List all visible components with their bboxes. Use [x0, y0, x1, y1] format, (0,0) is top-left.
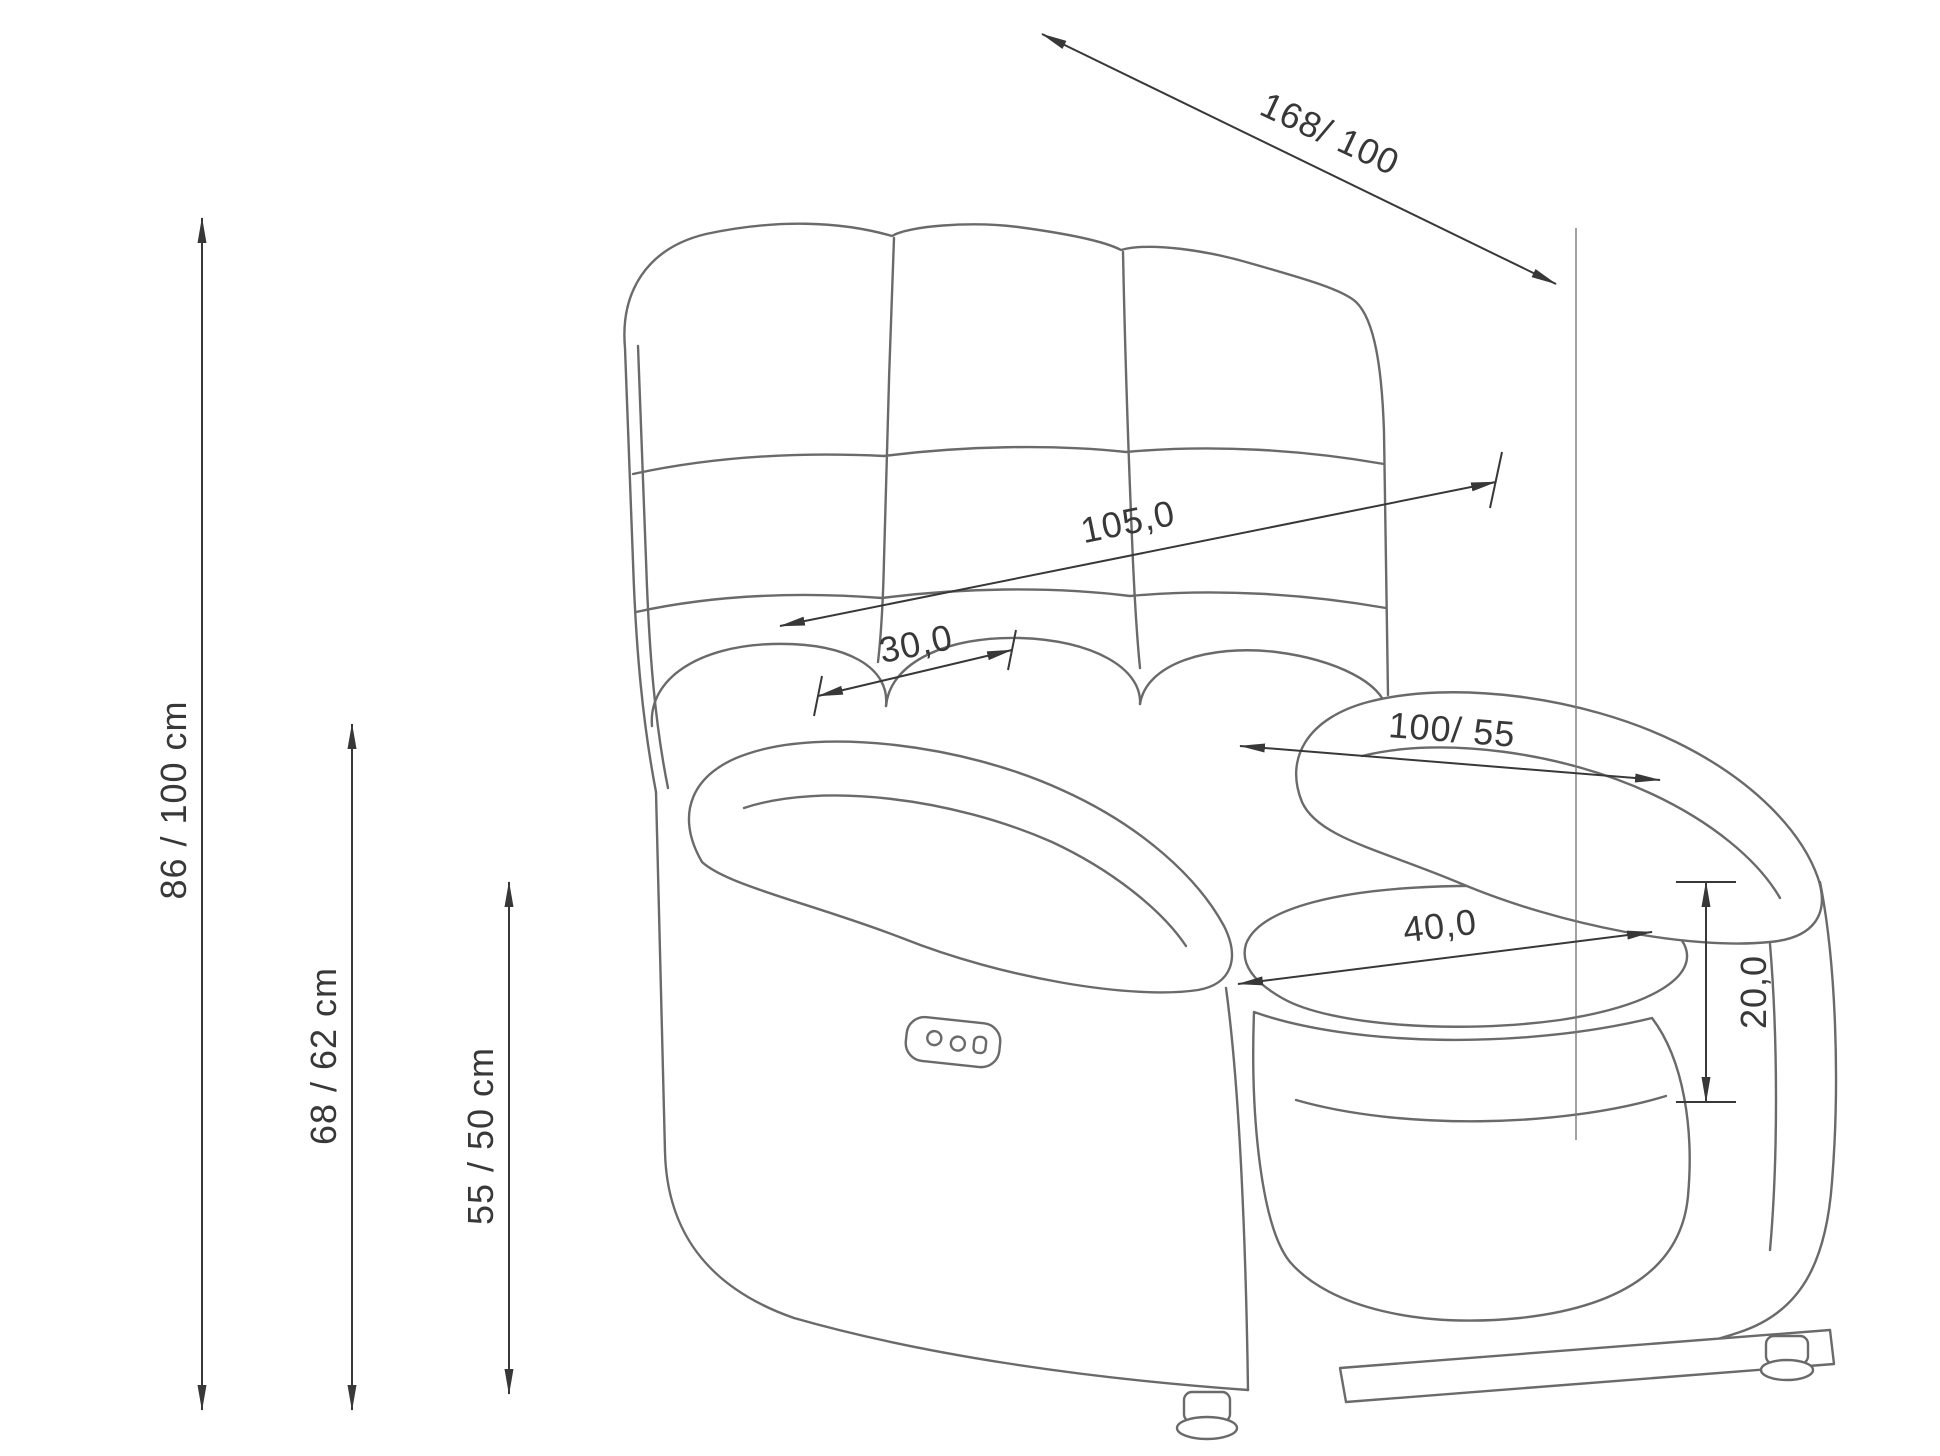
power-switch: [904, 1015, 1002, 1069]
dim-armrest-width-tick-left: [813, 675, 823, 717]
seat-front-seam: [1294, 1094, 1668, 1123]
dim-armrest-width-tick-right: [1007, 629, 1017, 671]
backrest-seam-horizontal-upper: [631, 445, 1386, 476]
seat-cushion-front: [1252, 1010, 1691, 1322]
dim-overall-width-tick: [1489, 451, 1503, 509]
dim-seat-depth-line: [1239, 743, 1661, 783]
dim-seat-width-line: [1237, 930, 1653, 986]
dim-armrest-height-label: 55 / 50 cm: [460, 1046, 501, 1226]
dim-seat-depth-label: 100/ 55: [1387, 704, 1518, 755]
base-rail: [1338, 1328, 1836, 1404]
recliner-line-art: [623, 222, 1838, 1441]
left-armrest-seam: [742, 794, 1188, 948]
backrest-outline: [623, 222, 1390, 794]
dimension-lines: [197, 33, 1736, 1411]
dim-back-height-label: 68 / 62 cm: [303, 966, 344, 1146]
lumbar-cushion-right: [1138, 649, 1388, 710]
foot-right: [1759, 1334, 1815, 1382]
dim-armrest-width-line: [817, 649, 1013, 697]
left-side-panel: [654, 790, 796, 1320]
right-armrest-inner-edge: [1768, 942, 1778, 1252]
front-bottom-edge: [792, 1316, 1250, 1392]
dim-overall-width-line: [779, 481, 1497, 627]
dim-armrest-pad-label: 20,0: [1733, 954, 1774, 1030]
foot-front: [1175, 1390, 1239, 1441]
dim-depth-line: [1041, 33, 1557, 285]
left-armrest-front-edge: [1224, 986, 1250, 1392]
backrest-side-edge: [636, 344, 670, 790]
dim-seat-width-label: 40,0: [1400, 900, 1480, 951]
dim-overall-height-label: 86 / 100 cm: [153, 700, 194, 900]
left-armrest-cushion: [687, 740, 1234, 994]
